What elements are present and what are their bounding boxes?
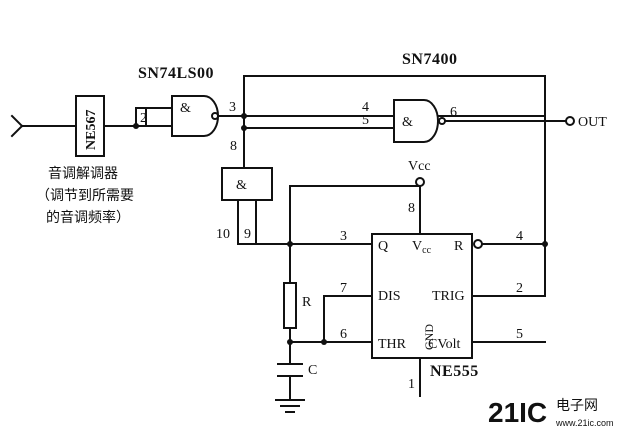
ne555-label: NE555 <box>430 363 479 380</box>
out-label: OUT <box>578 115 607 130</box>
capacitor: C <box>277 363 317 378</box>
nand-gate-1-symbol: & <box>180 101 191 116</box>
ground-icon <box>275 399 305 413</box>
nand-gate-3: & <box>221 167 273 201</box>
pin-8-gate: 8 <box>230 139 237 154</box>
pin-8-555: 8 <box>408 201 415 216</box>
caption-line-3: 的音调频率） <box>46 209 130 226</box>
caption-line-2: （调节到所需要 <box>36 188 134 204</box>
pin-2: 2 <box>140 111 147 126</box>
ne555-pin-cvolt: CVolt <box>428 337 461 352</box>
pin-4-gate: 4 <box>362 100 369 115</box>
sn7400-label: SN7400 <box>402 51 457 68</box>
pin-1-555: 1 <box>408 377 415 392</box>
ne567-block: NE567 <box>75 95 105 157</box>
nand-gate-1: & <box>171 95 219 137</box>
pin-4-555: 4 <box>516 229 523 244</box>
demodulator-caption: 音调解调器 （调节到所需要 的音调频率） <box>36 165 134 226</box>
ne555-pin-trig: TRIG <box>432 289 465 304</box>
ne555-pin-q: Q <box>378 239 388 254</box>
nand-gate-2: & <box>393 99 446 143</box>
sn74ls00-label: SN74LS00 <box>138 65 214 82</box>
ne567-label: NE567 <box>84 110 99 150</box>
ne555-pin-r: R <box>454 239 464 254</box>
ne555-pin-thr: THR <box>378 337 407 352</box>
wires <box>21 75 567 401</box>
watermark-logo: 21IC 电子网 www.21ic.com <box>488 397 614 428</box>
nand-gate-2-symbol: & <box>402 115 413 130</box>
watermark-brand-text: 电子网 <box>556 398 598 414</box>
pin-9: 9 <box>244 227 251 242</box>
pin-2-555: 2 <box>516 281 523 296</box>
ne555-pin-gnd: GND <box>422 324 436 350</box>
nand-gate-3-symbol: & <box>236 178 247 193</box>
capacitor-label: C <box>308 363 317 378</box>
vcc-terminal: Vcc <box>408 159 431 187</box>
resistor-label: R <box>302 295 312 310</box>
pin-numbers: 2 3 4 5 6 8 10 9 8 3 4 7 2 6 5 1 <box>140 100 523 392</box>
watermark-url-text: www.21ic.com <box>555 418 614 428</box>
output-terminal: OUT <box>565 115 607 130</box>
pin-3-555: 3 <box>340 229 347 244</box>
pin-6-gate: 6 <box>450 105 457 120</box>
ne555-block: Q Vcc R DIS TRIG THR GND CVolt <box>371 233 483 359</box>
pin-7-555: 7 <box>340 281 347 296</box>
pin-6-555: 6 <box>340 327 347 342</box>
input-arrow-icon <box>10 114 24 138</box>
pin-3-gate: 3 <box>229 100 236 115</box>
vcc-label: Vcc <box>408 159 431 174</box>
pin-5-gate: 5 <box>362 113 369 128</box>
ne555-pin-vcc: Vcc <box>412 239 432 256</box>
pin-5-555: 5 <box>516 327 523 342</box>
junction-dots <box>133 113 548 345</box>
ne555-pin-dis: DIS <box>378 289 401 304</box>
pin-10: 10 <box>216 227 230 242</box>
caption-line-1: 音调解调器 <box>48 165 118 182</box>
resistor: R <box>283 282 312 329</box>
watermark-logo-text: 21IC <box>488 397 547 428</box>
